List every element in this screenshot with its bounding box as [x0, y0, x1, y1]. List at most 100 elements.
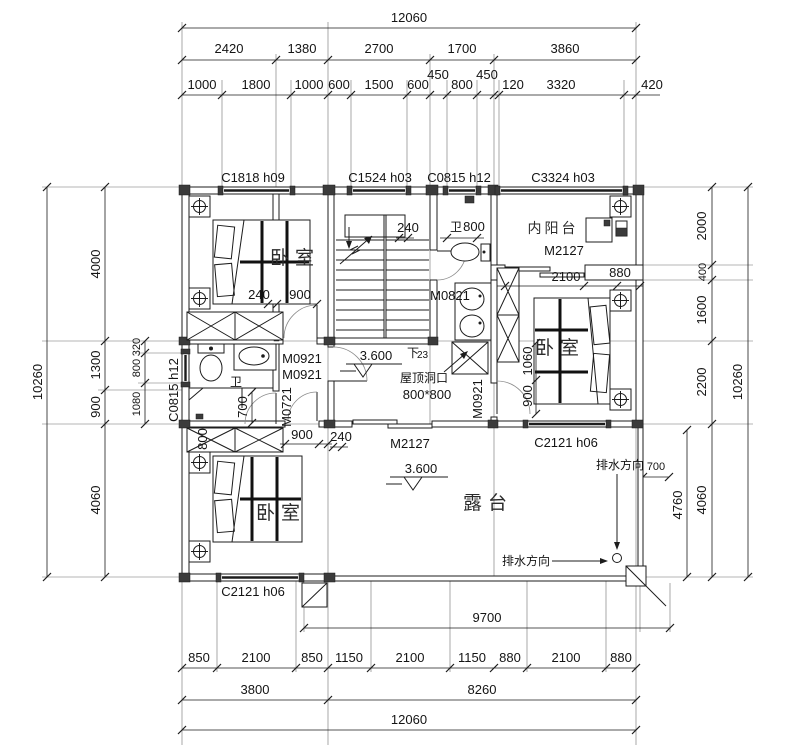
drain-arrow-right: [552, 558, 608, 564]
wardrobe-topleft: [186, 311, 284, 341]
dim-left: 10260 4000 1300 900 4060 320 800 1080: [30, 182, 150, 582]
vanity-double: [454, 282, 492, 341]
dim: 2100: [396, 650, 425, 665]
dim: 850: [188, 650, 210, 665]
level-mark-terrace: [386, 476, 448, 491]
room-bath-left: 卫: [230, 375, 242, 389]
drain-point: [612, 553, 622, 563]
drain-arrow-down: [614, 474, 620, 550]
level-value-terrace: 3.600: [405, 461, 438, 476]
roof-opening-symbol: [443, 341, 489, 375]
dim: 4000: [88, 250, 103, 279]
dim-top-total: 12060: [391, 10, 427, 25]
dim: 880: [610, 650, 632, 665]
roof-opening-size: 800*800: [403, 387, 451, 402]
door-m0721-bath: [244, 392, 277, 425]
dim-terrace-height: 4760: [670, 491, 685, 520]
dim: 1060: [520, 347, 535, 376]
dim: 2100: [242, 650, 271, 665]
label-c3324: C3324 h03: [531, 170, 595, 185]
label-m0921-b: M0921: [282, 367, 322, 382]
dim: 880: [499, 650, 521, 665]
stair-direction-arrow: [339, 235, 373, 265]
room-bedroom-right: 卧室: [535, 337, 585, 359]
door-bath-lobby: [332, 346, 368, 382]
dim: 1700: [448, 41, 477, 56]
label-m0921-a: M0921: [282, 351, 322, 366]
dim: 850: [301, 650, 323, 665]
stair-entry-arrow: [346, 227, 352, 249]
staircase: [336, 214, 429, 338]
dim: 3320: [547, 77, 576, 92]
label-c1818: C1818 h09: [221, 170, 285, 185]
label-m0721: M0721: [279, 387, 294, 427]
label-c0815-left: C0815 h12: [166, 358, 181, 422]
window-c2121-terrace: [522, 419, 612, 429]
bed-bottomleft: [188, 451, 303, 563]
dim: 900: [520, 385, 535, 407]
label-c1524: C1524 h03: [348, 170, 412, 185]
dim: 1000: [188, 77, 217, 92]
toilet-left: [197, 343, 225, 382]
label-c2121-terrace: C2121 h06: [534, 435, 598, 450]
wardrobe-bottomleft: [186, 427, 284, 453]
dim: 2100: [552, 269, 581, 284]
labels: 卧室 卧室 卧室 内阳台 露台 卫 卫 C1818 h09 C1524 h03 …: [166, 170, 598, 599]
dim: 240: [248, 287, 270, 302]
dim: 4060: [694, 486, 709, 515]
furniture: [186, 195, 632, 563]
water-heater: [615, 220, 628, 237]
dim: 400: [697, 263, 709, 281]
window-c0815-left: [180, 348, 191, 388]
dim: 1380: [288, 41, 317, 56]
bed-topleft: [188, 195, 311, 310]
window-c1818: [217, 185, 296, 196]
dim: 700: [235, 396, 250, 418]
annotations: 3.600 下 23 3.600 屋顶洞口 800*800 排水方向 排水方向: [301, 341, 644, 608]
dim: 600: [328, 77, 350, 92]
window-c1524: [346, 185, 412, 196]
dim: 1000: [295, 77, 324, 92]
label-c0815-top: C0815 h12: [427, 170, 491, 185]
dim: 320: [131, 338, 143, 356]
dim: 900: [289, 287, 311, 302]
dim: 8260: [468, 682, 497, 697]
dim: 4060: [88, 486, 103, 515]
toilet-top: [450, 195, 491, 262]
label-m2127-balcony: M2127: [544, 243, 584, 258]
walls: [178, 184, 667, 607]
label-m0821: M0821: [430, 288, 470, 303]
interior-dims: 240 900 240 800 2100 880 1060 900 900 24…: [195, 219, 645, 452]
room-bedroom-bottomleft: 卧室: [256, 502, 306, 524]
label-m2127-terrace: M2127: [390, 436, 430, 451]
dim: 450: [427, 67, 449, 82]
dim: 2700: [365, 41, 394, 56]
balcony-corner-symbol: [609, 195, 632, 218]
windows: [180, 185, 629, 583]
drain-label-2: 排水方向: [502, 553, 550, 568]
dim: 900: [291, 427, 313, 442]
dim: 1600: [694, 296, 709, 325]
dim-left-total: 10260: [30, 364, 45, 400]
dim: 1500: [365, 77, 394, 92]
room-bedroom-topleft: 卧室: [270, 247, 320, 269]
sink-left: [233, 343, 277, 371]
door-bedroom-topleft: [283, 304, 318, 339]
door-bedroom-bottomleft: [287, 391, 318, 422]
axis-grid-lines: [42, 22, 753, 745]
dim: 2200: [694, 368, 709, 397]
window-c2121-bottom: [215, 572, 305, 583]
dim: 420: [641, 77, 663, 92]
dim: 120: [502, 77, 524, 92]
dim: 3860: [551, 41, 580, 56]
dim-drain-offset: 700: [647, 461, 665, 473]
dim-top: 12060 2420 1380 2700 1700 3860 1000 1800…: [177, 10, 663, 100]
dim-bottom-total: 12060: [391, 712, 427, 727]
stair-down-label: 下: [407, 346, 419, 360]
dim-terrace-width: 9700: [473, 610, 502, 625]
bed-right: [533, 289, 632, 411]
dim: 450: [476, 67, 498, 82]
dim-right: 2000 400 1600 2200 4060 10260 4760 700: [638, 182, 753, 582]
level-mark-hall: [340, 363, 402, 378]
